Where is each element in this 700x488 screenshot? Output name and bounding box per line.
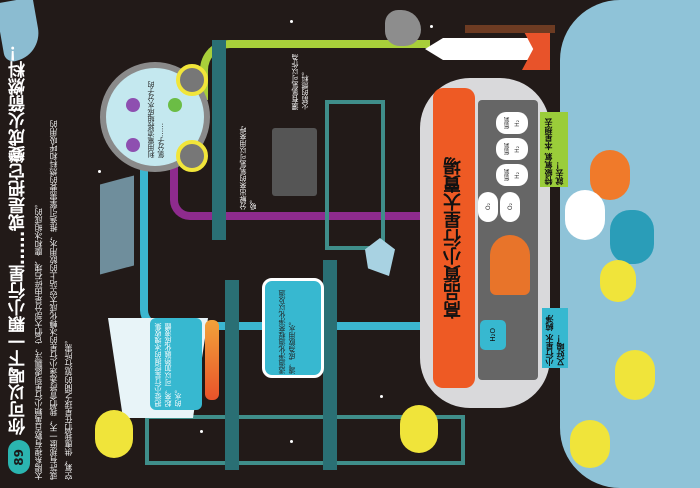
star [430, 25, 433, 28]
heater-flames [205, 320, 219, 400]
oxygen-tank: O₂ [478, 192, 498, 222]
solar-panel [100, 175, 134, 275]
intro-line-1: 太陽系裡有數百萬顆小行星到處飄浮，它們大部分是由碎石塊、塵和冰組成的。 [34, 200, 43, 480]
melt-ice-label: 把從小行星挖掘的冰塊收集起來，可以加熱融化成液體的水。 [150, 318, 202, 410]
water-dispenser: H₂O [480, 320, 506, 350]
special-oxygen-sign: 特級氧氣 本星想去就去！ [540, 112, 568, 187]
intro-line-3: 空氣，供應我們在星球之間的旅行所需。 [64, 336, 73, 480]
ladder-bottom [145, 415, 465, 465]
purifier: 透過淨化過程來淨化以及過濾，成為飲用水。 [262, 278, 324, 378]
hydrogen-tank: 氫氣 H₂ [496, 138, 528, 160]
electrolysis-callout: 利用電流將組成水分子的氫分子…… [147, 81, 165, 158]
oxygen-tank: O₂ [500, 192, 520, 222]
astronaut-yellow-worker [95, 410, 133, 458]
rocket [425, 38, 545, 60]
page-title: 你可以喝下一顆小行星……或是把它變成火箭燃料！ [9, 44, 29, 435]
astronaut-yellow [600, 260, 636, 302]
astronaut-white [565, 190, 605, 240]
page-number-badge: 89 [8, 440, 30, 474]
electrode-bottom [176, 140, 208, 172]
oxygen-molecule [126, 98, 140, 112]
star [290, 20, 293, 23]
electrode-top [176, 64, 208, 96]
oxygen-pipe [170, 120, 430, 220]
purify-callout: 透過淨化過程來淨化以及過濾，成為飲用水。 [278, 290, 296, 374]
star [290, 440, 293, 443]
hydrogen-fuel-callout: 還有氫氣可以作為火箭的燃料。 [291, 54, 309, 110]
launch-gantry [465, 25, 555, 33]
asteroid-water-sign: 小行星水 純淨又好喝！ [542, 308, 568, 368]
astronaut-teal [610, 210, 654, 264]
oxygen-breath-callout: 分解出來的氧氣可以用來呼吸。 [239, 126, 257, 210]
intro-line-2: 或許有那麼一天，我們會將遙遠小行星的冰轉化成太空站上的飲用水，推進引擎需要的燃料… [49, 120, 58, 480]
control-panel [272, 128, 317, 196]
robot-vendor [490, 235, 530, 295]
rock-asteroid [385, 10, 421, 46]
page-number: 89 [12, 448, 26, 466]
support-post [323, 260, 337, 470]
hydrogen-tank: 氫氣 H₂ [496, 112, 528, 134]
star [380, 395, 383, 398]
star [200, 430, 203, 433]
hydrogen-tank: 氫氣 H₂ [496, 164, 528, 186]
support-post [225, 280, 239, 470]
support-post [212, 40, 226, 240]
ladder-upper [325, 100, 385, 250]
factory-banner-text: 高品質小行星大賣場 [443, 157, 464, 319]
star [98, 170, 101, 173]
hydrogen-molecule [168, 98, 182, 112]
astronaut-orange [590, 150, 630, 200]
astronaut-yellow-miner [570, 420, 610, 468]
astronaut-yellow-worker [400, 405, 438, 453]
astronaut-yellow-miner [615, 350, 655, 400]
factory-banner: 高品質小行星大賣場 [433, 88, 475, 388]
oxygen-molecule [126, 138, 140, 152]
